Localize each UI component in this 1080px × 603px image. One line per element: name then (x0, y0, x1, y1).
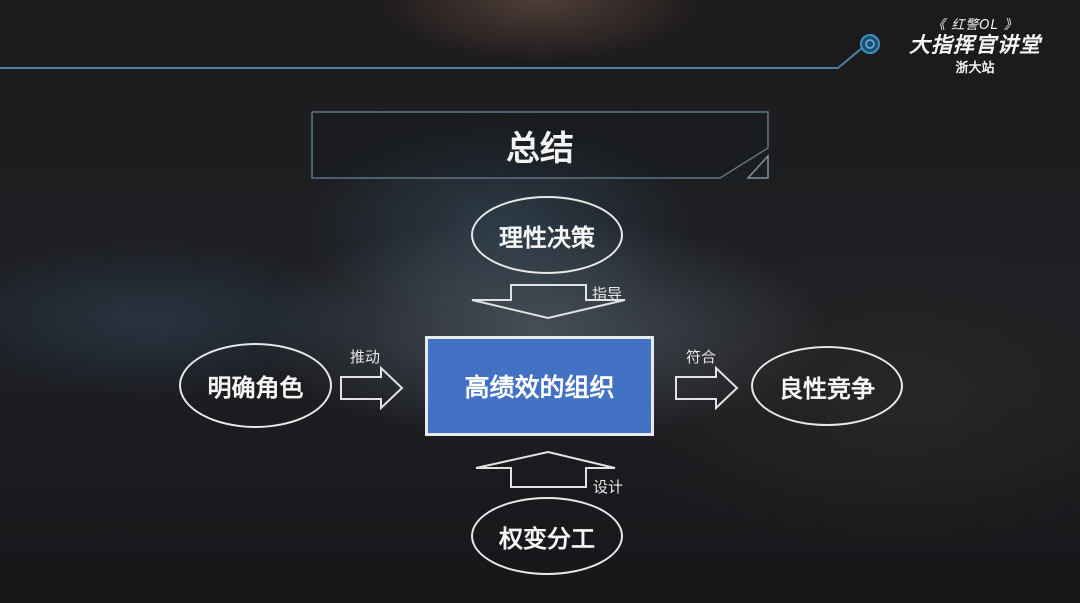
brand-location: 浙大站 (955, 61, 995, 76)
arrow-label-right: 符合 (686, 348, 717, 366)
brand-subtitle: 《 红警OL 》 (932, 18, 1018, 33)
title-frame (311, 111, 769, 179)
brand-logo: 《 红警OL 》 大指挥官讲堂 浙大站 (900, 14, 1050, 76)
node-top: 理性决策 (471, 196, 623, 274)
node-bottom: 权变分工 (471, 497, 623, 575)
center-node: 高绩效的组织 (425, 336, 654, 436)
node-left: 明确角色 (179, 343, 332, 428)
brand-title: 大指挥官讲堂 (909, 33, 1041, 57)
arrow-down-icon (471, 284, 626, 320)
arrow-up-icon (475, 450, 616, 488)
arrow-right-icon (675, 365, 739, 411)
arrow-label-bottom: 设计 (593, 478, 624, 496)
node-right: 良性竞争 (751, 346, 903, 426)
target-icon (860, 34, 880, 54)
arrow-label-left: 推动 (350, 348, 381, 366)
slide-title: 总结 (506, 128, 574, 169)
arrow-label-top: 指导 (592, 285, 623, 303)
arrow-right-icon (340, 365, 404, 411)
